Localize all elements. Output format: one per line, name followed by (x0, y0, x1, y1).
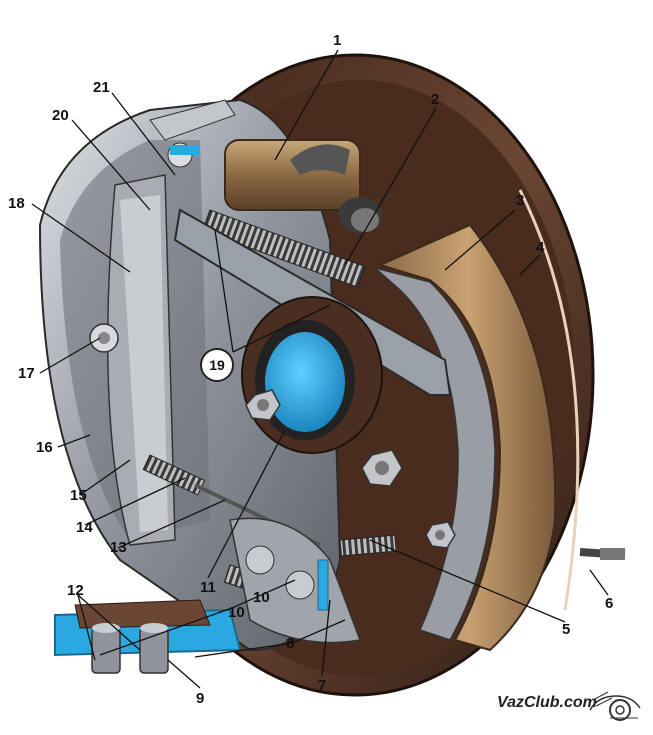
callout-13: 13 (110, 539, 127, 556)
callout-21: 21 (93, 79, 110, 96)
callout-17: 17 (18, 365, 35, 382)
callout-3: 3 (516, 192, 525, 209)
callout-9: 9 (196, 690, 205, 707)
callout-1: 1 (333, 32, 342, 49)
callout-19-badge: 19 (200, 348, 234, 382)
brake-shoe-left (106, 174, 176, 546)
brand-text: VazClub.com (497, 694, 597, 711)
parking-lever (149, 99, 236, 168)
callout-2: 2 (431, 91, 440, 108)
hub-assembly (241, 296, 383, 454)
callout-12: 12 (67, 582, 84, 599)
callout-4: 4 (536, 239, 545, 256)
car-logo-icon (589, 691, 641, 721)
callout-15: 15 (70, 487, 87, 504)
callout-18: 18 (8, 195, 25, 212)
callout-7: 7 (318, 677, 327, 694)
callout-10-b: 10 (228, 604, 245, 621)
callout-20: 20 (52, 107, 69, 124)
wheel-cylinder (224, 139, 382, 233)
leader-lines (31, 49, 609, 689)
callout-14: 14 (76, 519, 93, 536)
callout-5: 5 (562, 621, 571, 638)
callout-10-a: 10 (253, 589, 270, 606)
callout-11: 11 (200, 579, 216, 596)
cable-spring (142, 454, 397, 557)
callout-8: 8 (286, 635, 295, 652)
callout-6: 6 (605, 595, 614, 612)
upper-return-spring (201, 209, 366, 288)
callout-16: 16 (36, 439, 53, 456)
mounting-bolts (89, 323, 456, 549)
